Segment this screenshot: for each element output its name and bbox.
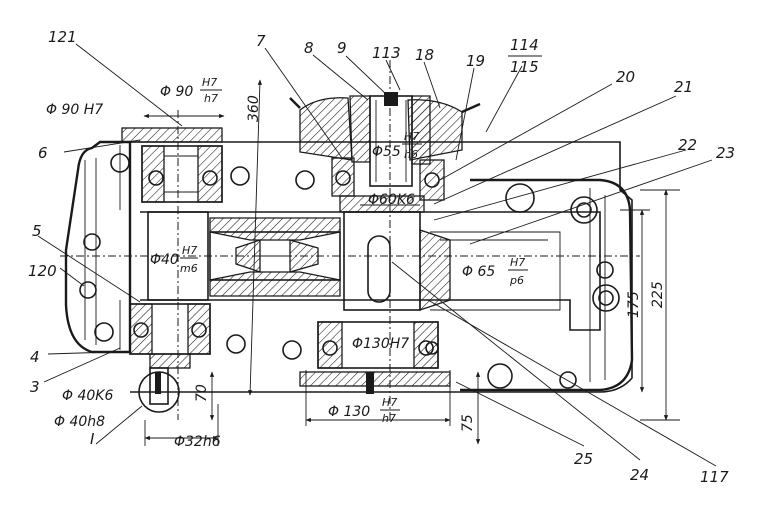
output-hub-section — [289, 92, 481, 213]
dim-phi40: Φ40 — [150, 252, 179, 268]
callout-9: 9 — [337, 39, 347, 57]
callout-7: 7 — [256, 32, 266, 50]
dim-phi40-num: H7 — [182, 244, 197, 257]
callout-3: 3 — [30, 378, 40, 396]
dim-phi55-num: H7 — [404, 130, 419, 143]
callout-25: 25 — [574, 450, 593, 468]
callout-5: 5 — [32, 222, 42, 240]
callout-117: 117 — [700, 468, 729, 486]
callout-115: 115 — [510, 58, 539, 76]
dim-phi32h6: Φ32h6 — [174, 434, 221, 450]
dim-phi130-fit-num: H7 — [382, 396, 397, 409]
callout-20: 20 — [616, 68, 635, 86]
dimension-labels: Φ 90 H7 h7 Φ 90 H7 360 Φ55 H7 h6 Φ60K6 Φ… — [46, 76, 666, 450]
dim-phi55-den: h6 — [404, 148, 418, 161]
dim-phi130-fit-den: h7 — [382, 412, 396, 425]
callout-4: 4 — [30, 348, 40, 366]
dim-phi130H7: Φ130H7 — [352, 336, 409, 352]
dim-phi90-fit: Φ 90 — [160, 84, 193, 100]
callout-113: 113 — [372, 44, 401, 62]
dim-225: 225 — [650, 281, 666, 308]
dim-phi65-num: H7 — [510, 256, 525, 269]
dim-phi90-fit-den: h7 — [204, 92, 218, 105]
dim-75: 75 — [460, 414, 476, 432]
dimension-lines — [143, 79, 680, 446]
bolt-holes — [79, 153, 620, 389]
callout-114: 114 — [510, 36, 539, 54]
dim-360: 360 — [246, 95, 262, 122]
callout-labels: 121 7 8 9 113 18 19 114 115 20 21 22 23 … — [28, 28, 735, 486]
callout-121: 121 — [48, 28, 77, 46]
callout-6: 6 — [38, 144, 48, 162]
dim-phi65-den: p6 — [509, 274, 524, 287]
left-bottom-bearing — [129, 303, 211, 413]
dim-phi40K6: Φ 40K6 — [62, 388, 113, 404]
left-top-bearing — [121, 127, 223, 203]
callout-19: 19 — [466, 52, 485, 70]
callout-22: 22 — [678, 136, 697, 154]
callout-8: 8 — [304, 39, 314, 57]
dim-phi40h8: Φ 40h8 — [54, 414, 105, 430]
center-lines — [60, 60, 640, 420]
dim-phi65: Φ 65 — [462, 264, 495, 280]
callout-24: 24 — [630, 466, 649, 484]
dim-70: 70 — [194, 384, 210, 402]
dim-phi90-fit-num: H7 — [202, 76, 217, 89]
dim-phi60K6: Φ60K6 — [368, 192, 415, 208]
leader-lines — [37, 43, 717, 467]
callout-120: 120 — [28, 262, 57, 280]
dim-phi90-H7: Φ 90 H7 — [46, 102, 103, 118]
intermediate-gear — [147, 211, 451, 311]
dim-phi130-fit: Φ 130 — [328, 404, 370, 420]
right-bottom-bearing — [299, 321, 451, 394]
dim-phi40-den: m6 — [180, 262, 198, 275]
housing-outline — [64, 140, 634, 393]
dim-phi55: Φ55 — [372, 144, 401, 160]
callout-18: 18 — [415, 46, 434, 64]
dim-175: 175 — [626, 291, 642, 318]
callout-23: 23 — [716, 144, 735, 162]
callout-21: 21 — [674, 78, 693, 96]
callout-I: I — [90, 430, 95, 448]
